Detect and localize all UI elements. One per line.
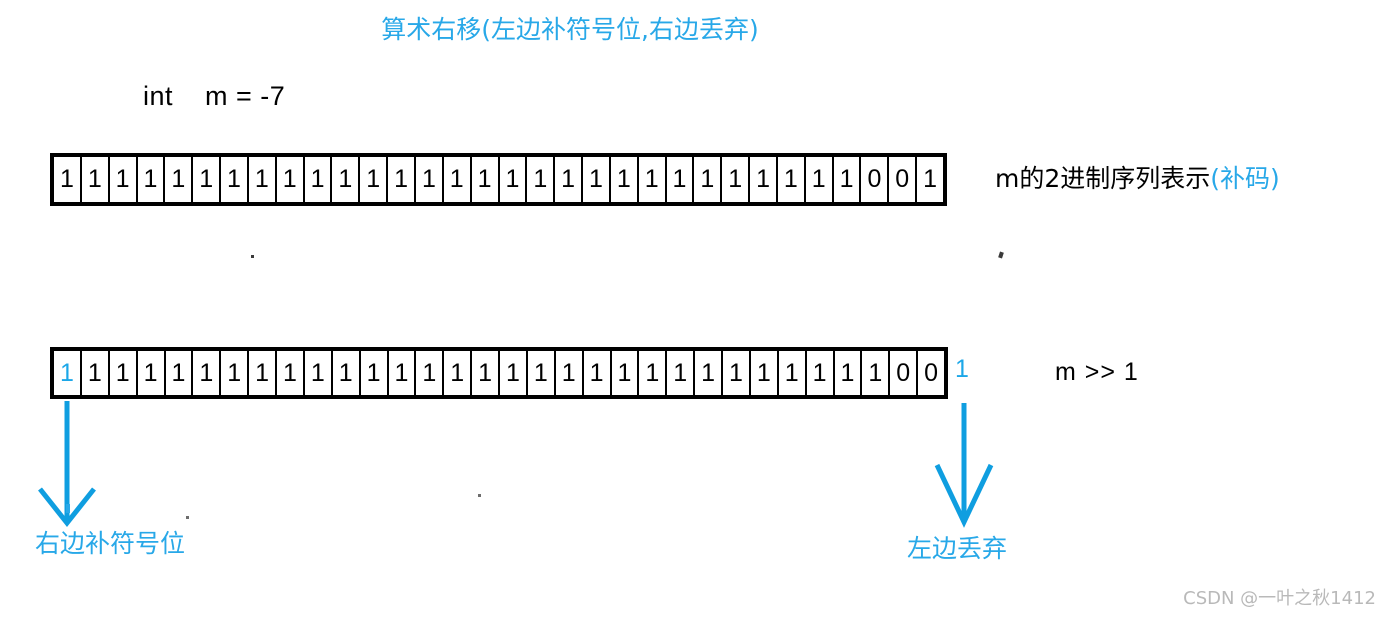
stray-speck xyxy=(251,255,254,258)
bit-cell: 1 xyxy=(137,351,166,395)
bit-cell: 1 xyxy=(723,351,751,395)
bit-cell: 1 xyxy=(444,351,473,395)
bit-cell: 1 xyxy=(527,351,556,395)
bit-cell: 1 xyxy=(54,157,82,202)
bit-cell: 1 xyxy=(221,351,250,395)
bit-cell: 1 xyxy=(360,351,389,395)
bit-cell: 1 xyxy=(638,157,667,202)
bit-cell: 1 xyxy=(248,157,277,202)
bit-cell: 1 xyxy=(304,157,333,202)
bit-cell: 1 xyxy=(667,351,696,395)
bit-cell: 1 xyxy=(193,351,222,395)
bit-cell: 1 xyxy=(332,157,361,202)
bit-cell: 1 xyxy=(750,157,778,202)
bit-cell: 1 xyxy=(694,157,723,202)
bit-cell: 1 xyxy=(610,157,639,202)
bit-cell: 1 xyxy=(917,157,943,202)
bit-cell: 1 xyxy=(332,351,361,395)
bit-cell: 1 xyxy=(471,157,500,202)
bit-cell: 1 xyxy=(555,157,584,202)
stray-speck xyxy=(186,516,189,519)
bit-cell: 1 xyxy=(806,351,835,395)
bit-cell: 0 xyxy=(889,157,918,202)
bit-cell: 1 xyxy=(81,351,110,395)
bit-cell: 1 xyxy=(583,351,612,395)
bit-row-original-label: m的2进制序列表示(补码) xyxy=(995,163,1280,195)
bit-cell: 1 xyxy=(276,157,305,202)
bit-cell: 1 xyxy=(834,351,863,395)
bit-cell: 1 xyxy=(165,351,194,395)
down-arrow-icon xyxy=(934,403,994,528)
bit-cell: 1 xyxy=(277,351,305,395)
variable-declaration: int m = -7 xyxy=(143,81,286,111)
bit-cell: 1 xyxy=(109,351,138,395)
bit-cell: 1 xyxy=(833,157,862,202)
bit-cell: 1 xyxy=(416,351,445,395)
bit-cell: 1 xyxy=(81,157,110,202)
bit-cell: 1 xyxy=(54,351,82,395)
bit-cell: 1 xyxy=(415,157,444,202)
bit-cell: 1 xyxy=(555,351,584,395)
stray-speck xyxy=(478,494,481,497)
right-annotation-caption: 左边丢弃 xyxy=(907,534,1008,563)
bit-cell: 1 xyxy=(304,351,333,395)
bit-cell: 1 xyxy=(500,351,528,395)
bit-cell: 1 xyxy=(722,157,751,202)
bit-cell: 1 xyxy=(527,157,556,202)
csdn-watermark: CSDN @一叶之秋1412 xyxy=(1183,588,1376,609)
bit-cell: 1 xyxy=(778,351,807,395)
bit-row-original-label-text: m的2进制序列表示 xyxy=(995,164,1211,193)
bit-cell: 1 xyxy=(193,157,222,202)
stray-speck xyxy=(998,251,1004,259)
bit-cell: 1 xyxy=(165,157,194,202)
bit-cell: 1 xyxy=(750,351,779,395)
bit-cell: 1 xyxy=(388,157,416,202)
left-annotation-caption: 右边补符号位 xyxy=(35,529,186,558)
bit-cell: 1 xyxy=(360,157,389,202)
bit-cell: 1 xyxy=(805,157,834,202)
bit-cell: 1 xyxy=(249,351,277,395)
bit-cell: 1 xyxy=(472,351,500,395)
bit-row-original-label-suffix: (补码) xyxy=(1210,164,1280,193)
bit-cell: 1 xyxy=(695,351,723,395)
bit-cell: 0 xyxy=(890,351,919,395)
bit-cell: 1 xyxy=(666,157,695,202)
discarded-bit: 1 xyxy=(955,355,969,383)
bit-cell: 1 xyxy=(777,157,806,202)
bit-cell: 1 xyxy=(862,351,891,395)
bit-cell: 1 xyxy=(443,157,472,202)
bit-cell: 0 xyxy=(918,351,944,395)
bit-cell: 1 xyxy=(221,157,249,202)
stray-speck xyxy=(66,504,70,513)
bit-cell: 1 xyxy=(583,157,611,202)
bit-cell: 1 xyxy=(109,157,138,202)
diagram-title: 算术右移(左边补符号位,右边丢弃) xyxy=(381,15,759,44)
bit-cell: 1 xyxy=(499,157,528,202)
bit-row-shifted-label: m >> 1 xyxy=(1055,358,1139,386)
down-arrow-icon xyxy=(38,401,96,528)
bit-cell: 0 xyxy=(861,157,890,202)
bit-cell: 1 xyxy=(137,157,166,202)
bit-cell: 1 xyxy=(388,351,417,395)
bit-cell: 1 xyxy=(611,351,640,395)
bit-cell: 1 xyxy=(639,351,668,395)
